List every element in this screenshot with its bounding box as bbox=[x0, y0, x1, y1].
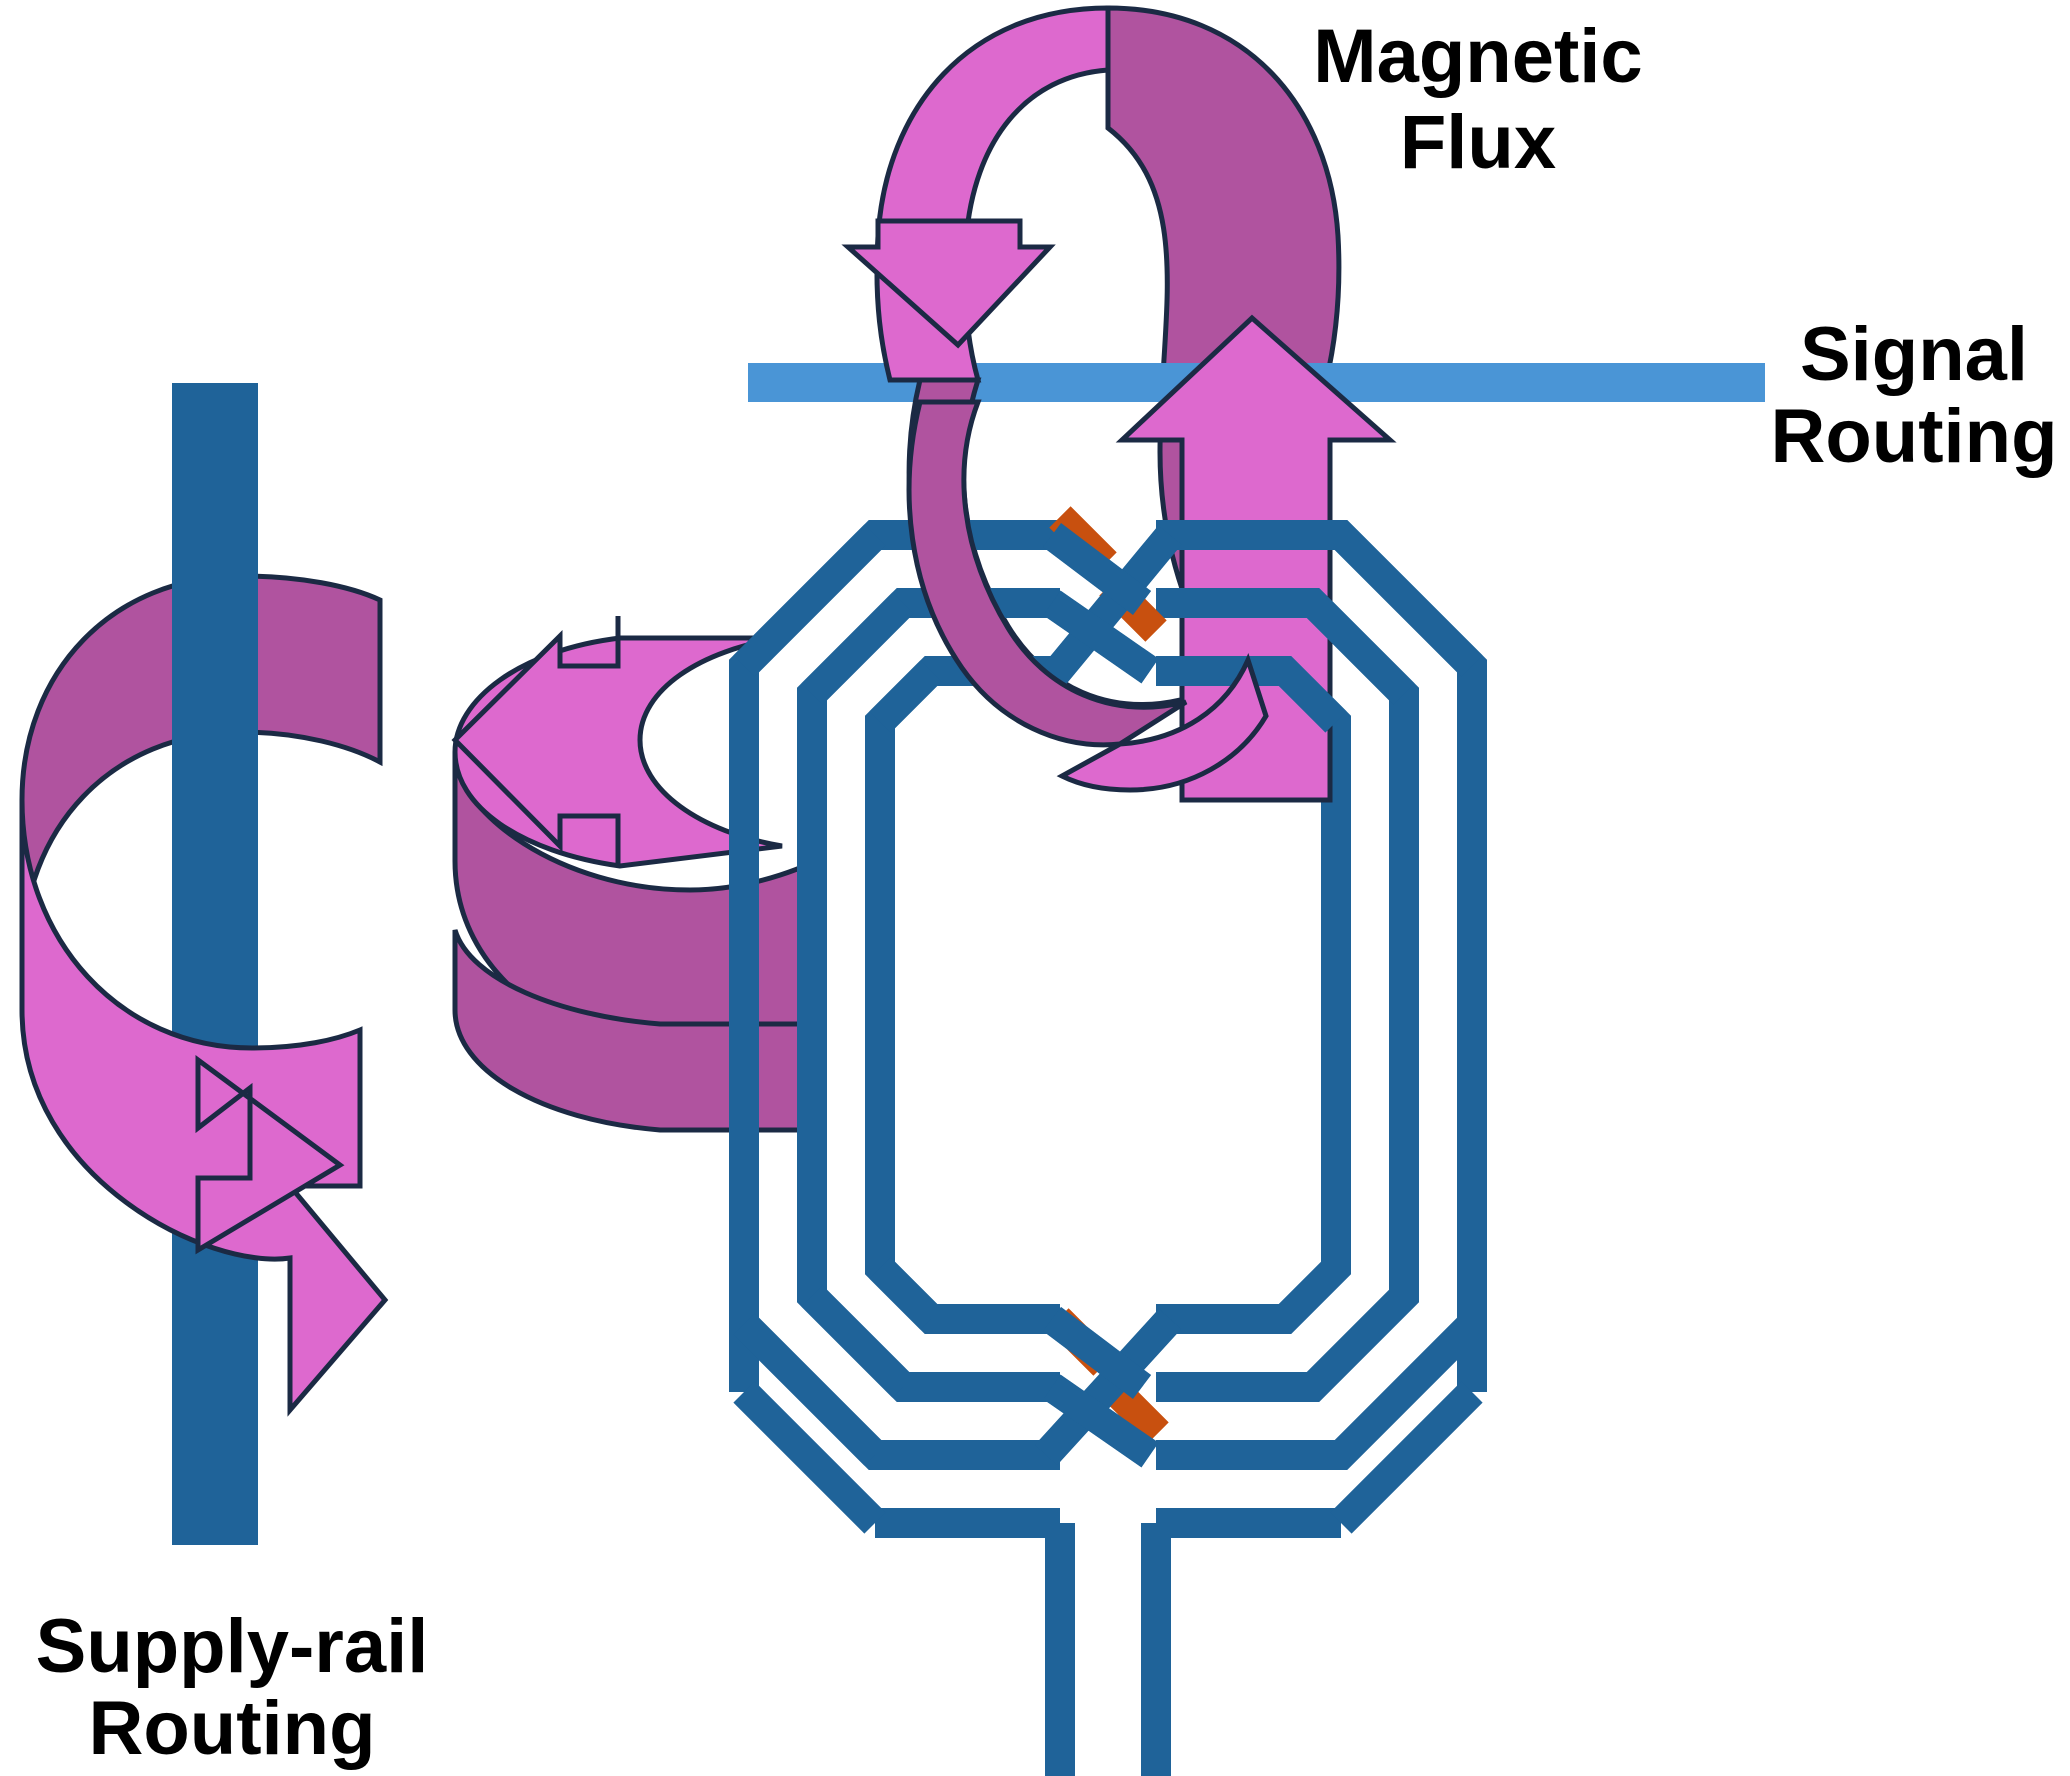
overlay-middle-left-diag bbox=[801, 592, 914, 705]
bottom-crossover-blue-c2 bbox=[1043, 1374, 1159, 1468]
flux-loop-supply-rail-back bbox=[19, 573, 383, 961]
flux-loop-supply-rail-front bbox=[19, 799, 389, 1417]
bottom-crossover-blue-a2 bbox=[1034, 1308, 1182, 1466]
magnetic-flux-label-line2: Flux bbox=[1400, 100, 1556, 185]
supply-rail-routing bbox=[172, 383, 258, 1545]
top-crossover-blue-b2 bbox=[1042, 523, 1152, 615]
flux-loop-top-front bbox=[841, 5, 1111, 383]
signal-routing-label-line1: Signal bbox=[1800, 312, 2028, 397]
top-crossover-blue-a2 bbox=[1034, 525, 1182, 695]
overlay-inner-lower-left-diag bbox=[869, 1257, 942, 1330]
signal-routing-label-line2: Routing bbox=[1770, 394, 2057, 479]
overlay-outer-left-diag bbox=[733, 524, 886, 677]
flux-supply-rail-back-band bbox=[19, 573, 383, 961]
supply-rail-routing-label-line2: Routing bbox=[88, 1686, 375, 1771]
inductor-terminals bbox=[729, 1324, 1487, 1776]
overlay-outer-top-right bbox=[1156, 520, 1483, 677]
flux-top-curl-band bbox=[1056, 652, 1269, 793]
inductor-traces-front-overlay bbox=[729, 520, 1483, 1470]
flux-top-arrowhead bbox=[841, 218, 1056, 349]
flux-top-curl bbox=[1056, 652, 1269, 793]
top-crossover-blue-c2 bbox=[1043, 590, 1159, 684]
flux-top-descend-front-band bbox=[906, 399, 1188, 748]
flux-top-descend-front bbox=[906, 399, 1188, 748]
overlay-middle-lower-left-diag bbox=[801, 1285, 914, 1398]
diagram-labels: Magnetic Flux Signal Routing Supply-rail… bbox=[36, 14, 2058, 1771]
top-crossover-redraw bbox=[1034, 506, 1182, 695]
overlay-outer-lower-left-diag bbox=[733, 1313, 886, 1466]
supply-rail-trace bbox=[172, 383, 258, 1545]
overlay-inner-top-right bbox=[1156, 656, 1347, 733]
terminal-lead-right-diag bbox=[1330, 1381, 1483, 1534]
bottom-crossover-redraw bbox=[1034, 1307, 1182, 1468]
bottom-crossover-blue-b2 bbox=[1042, 1307, 1152, 1399]
flux-coil-left-arrowhead bbox=[451, 616, 621, 866]
flux-supply-rail-arrowhead bbox=[195, 1055, 345, 1255]
supply-rail-routing-label-line1: Supply-rail bbox=[36, 1604, 429, 1689]
magnetic-flux-label-line1: Magnetic bbox=[1313, 14, 1642, 99]
overlay-inner-left-diag bbox=[869, 660, 942, 733]
terminal-lead-left-diag bbox=[733, 1381, 886, 1534]
overlay-middle-top-right bbox=[1156, 588, 1415, 705]
